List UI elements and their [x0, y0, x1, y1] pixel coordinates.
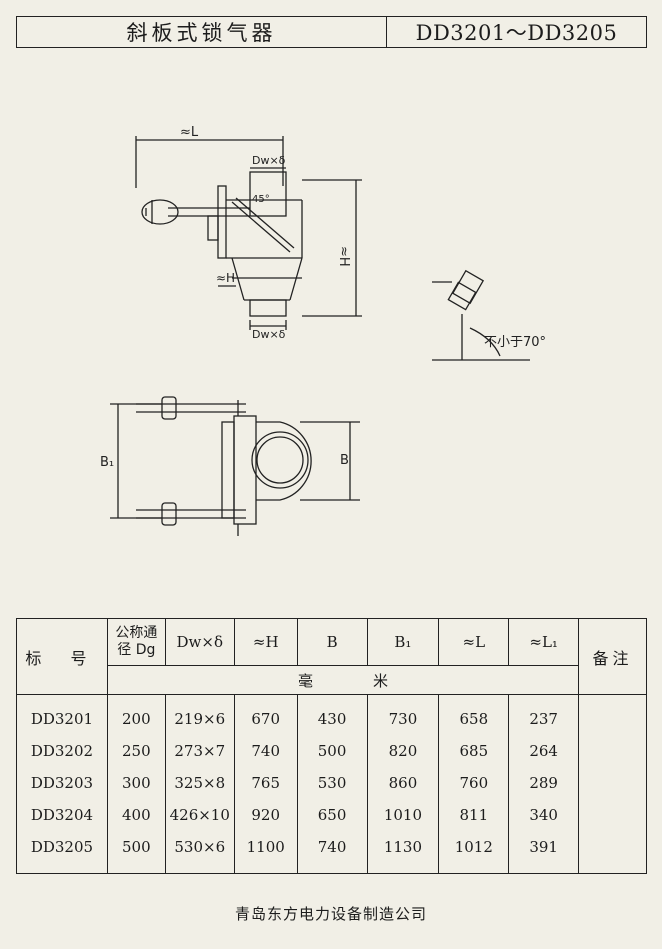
model-range: DD3201～DD3205 [415, 21, 618, 45]
header-std-no: 标 号 [16, 618, 108, 695]
flange-plate [217, 185, 227, 259]
cell-h: 740 [233, 735, 298, 767]
cell-note [578, 767, 647, 799]
cell-dg: 250 [106, 735, 166, 767]
counterweight [141, 199, 179, 225]
cell-no: DD3202 [16, 735, 108, 767]
header-l1: ≈L₁ [508, 618, 580, 666]
cell-b1: 1010 [366, 799, 440, 831]
cell-dg: 400 [106, 799, 166, 831]
cell-dg: 500 [106, 831, 166, 874]
cell-l: 811 [438, 799, 510, 831]
pipe-circle [251, 431, 309, 489]
cell-dw: 219×6 [164, 694, 235, 735]
label-b1: B₁ [100, 455, 114, 470]
header-dn: 公称通 径 Dg [106, 618, 166, 666]
cell-l: 1012 [438, 831, 510, 874]
cell-b: 650 [296, 799, 368, 831]
cell-h: 670 [233, 694, 298, 735]
cell-dw: 530×6 [164, 831, 235, 874]
drawing-svg: ≈L Dw×δ 45° ≈H ≈H Dw×δ 不小于70° B₁ B [100, 125, 546, 536]
cell-no: DD3205 [16, 831, 108, 874]
header-dn-line2: 径 Dg [117, 642, 156, 658]
company-name: 青岛东方电力设备制造公司 [234, 905, 427, 923]
cell-l1: 340 [508, 799, 580, 831]
cell-note [578, 694, 647, 735]
label-h-small: ≈H [216, 271, 235, 285]
cell-b: 500 [296, 735, 368, 767]
inclined-plate [231, 201, 291, 253]
cell-b: 530 [296, 767, 368, 799]
cell-l: 760 [438, 767, 510, 799]
cell-l1: 289 [508, 767, 580, 799]
label-dw-bottom: Dw×δ [252, 328, 286, 341]
hopper-left [231, 257, 245, 301]
inlet-pipe [249, 171, 287, 217]
cell-l: 658 [438, 694, 510, 735]
label-b: B [340, 453, 349, 468]
header-dn-line1: 公称通 [115, 625, 158, 641]
label-install-angle: 不小于70° [484, 335, 546, 350]
cell-l1: 391 [508, 831, 580, 874]
cell-l1: 237 [508, 694, 580, 735]
header-l: ≈L [438, 618, 510, 666]
install-angle-detail [432, 269, 530, 361]
header-note: 备注 [578, 618, 647, 695]
body-outline [256, 421, 312, 501]
cell-note [578, 831, 647, 874]
cell-h: 920 [233, 799, 298, 831]
cell-b1: 730 [366, 694, 440, 735]
cell-dg: 300 [106, 767, 166, 799]
cell-b1: 860 [366, 767, 440, 799]
counterweight-lower [161, 502, 177, 526]
counterweight-upper [161, 396, 177, 420]
outlet-pipe [249, 299, 287, 317]
spec-table: 标 号 公称通 径 Dg Dw×δ ≈H B B₁ ≈L ≈L₁ 备注 毫米 D… [16, 618, 647, 874]
cell-note [578, 799, 647, 831]
header-units: 毫米 [106, 665, 580, 695]
cell-b: 740 [296, 831, 368, 874]
label-dw-top: Dw×δ [252, 154, 286, 167]
header-b1: B₁ [366, 618, 440, 666]
cell-no: DD3203 [16, 767, 108, 799]
label-angle45: 45° [252, 194, 270, 205]
label-l: ≈L [180, 125, 199, 140]
cell-no: DD3204 [16, 799, 108, 831]
plan-view [110, 396, 360, 536]
cell-dg: 200 [106, 694, 166, 735]
cell-h: 765 [233, 767, 298, 799]
header-b: B [296, 618, 368, 666]
header-dw: Dw×δ [164, 618, 235, 666]
cell-l1: 264 [508, 735, 580, 767]
title-block: 斜板式锁气器 DD3201～DD3205 [16, 16, 647, 48]
document-title: 斜板式锁气器 [17, 17, 387, 47]
hopper-right [289, 257, 303, 301]
cell-no: DD3201 [16, 694, 108, 735]
cell-note [578, 735, 647, 767]
cell-b1: 1130 [366, 831, 440, 874]
cell-dw: 325×8 [164, 767, 235, 799]
cell-l: 685 [438, 735, 510, 767]
cell-b1: 820 [366, 735, 440, 767]
cell-b: 430 [296, 694, 368, 735]
cell-dw: 273×7 [164, 735, 235, 767]
cell-dw: 426×10 [164, 799, 235, 831]
cell-h: 1100 [233, 831, 298, 874]
flange-lug [207, 215, 219, 241]
label-h-vertical: ≈H [336, 246, 351, 267]
header-h: ≈H [233, 618, 298, 666]
technical-drawing: ≈L Dw×δ 45° ≈H ≈H Dw×δ 不小于70° B₁ B [0, 60, 662, 615]
